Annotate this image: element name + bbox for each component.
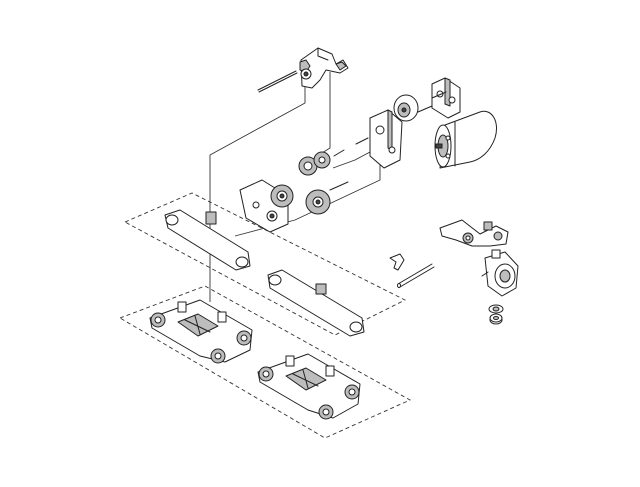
spur-gear-upper <box>298 151 331 176</box>
motor-mount-plate <box>431 77 461 119</box>
spur-gears <box>270 181 349 215</box>
upper-link-right <box>267 269 365 337</box>
upper-links-group-frame <box>123 192 407 336</box>
servo-horn-bracket <box>299 47 349 89</box>
motor-pinion <box>393 94 433 122</box>
gearbox-frame <box>333 109 403 169</box>
chassis-frame-left <box>149 299 253 364</box>
bearing-washers <box>488 304 504 325</box>
hub-carrier <box>481 249 519 297</box>
electric-motor <box>434 110 497 169</box>
pin-top <box>257 70 298 93</box>
chassis-frame-right <box>257 353 361 420</box>
axle-shaft <box>397 263 435 288</box>
steering-knuckle-arm <box>439 219 509 247</box>
clip-small <box>389 253 405 271</box>
chassis-frames-group-frame <box>118 285 412 439</box>
upper-link-left <box>164 209 251 271</box>
